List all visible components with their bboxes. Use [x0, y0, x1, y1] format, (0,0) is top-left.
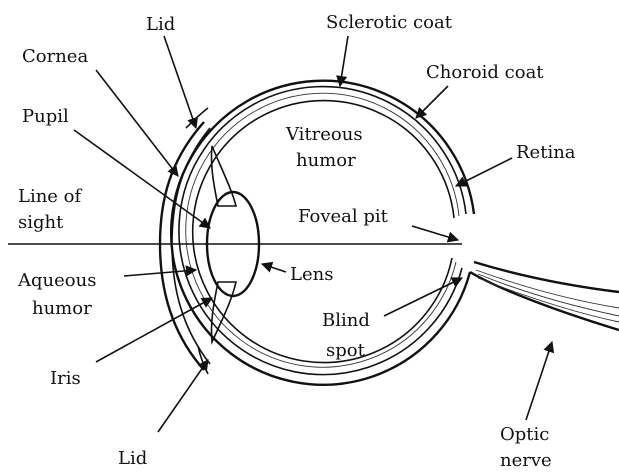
label-lid-bottom: Lid [118, 448, 147, 469]
label-line-of-sight-1: Line of [18, 186, 83, 207]
eyeball [160, 81, 619, 385]
leader-lines [74, 36, 552, 432]
label-retina: Retina [516, 142, 576, 163]
label-optic-2: nerve [500, 450, 552, 471]
label-blind-2: spot [326, 340, 366, 361]
labels: Lid Cornea Pupil Line of sight Aqueous h… [17, 12, 576, 471]
leader-iris [96, 298, 212, 362]
leader-lens [262, 264, 286, 272]
label-choroid: Choroid coat [426, 62, 544, 83]
label-line-of-sight-2: sight [18, 212, 64, 233]
label-cornea: Cornea [22, 46, 88, 67]
label-vitreous-2: humor [296, 150, 356, 171]
leader-retina [456, 158, 512, 186]
label-iris: Iris [50, 368, 81, 389]
label-blind-1: Blind [322, 310, 370, 331]
label-foveal: Foveal pit [298, 206, 389, 227]
leader-cornea [96, 70, 178, 176]
label-pupil: Pupil [22, 106, 69, 127]
leader-sclerotic [340, 36, 348, 86]
optic-nerve-fibers [476, 270, 619, 322]
label-vitreous-1: Vitreous [285, 124, 363, 145]
leader-choroid [416, 86, 448, 118]
iris-upper [211, 146, 236, 206]
leader-optic [526, 342, 552, 420]
label-aqueous-1: Aqueous [17, 270, 96, 291]
label-lid-top: Lid [146, 14, 175, 35]
leader-lid-bottom [158, 360, 208, 432]
label-optic-1: Optic [500, 424, 549, 445]
leader-lid-top [164, 36, 196, 128]
label-lens: Lens [290, 264, 333, 285]
leader-foveal [412, 226, 458, 240]
label-sclerotic: Sclerotic coat [326, 12, 453, 33]
leader-pupil [74, 130, 210, 228]
label-aqueous-2: humor [32, 298, 92, 319]
